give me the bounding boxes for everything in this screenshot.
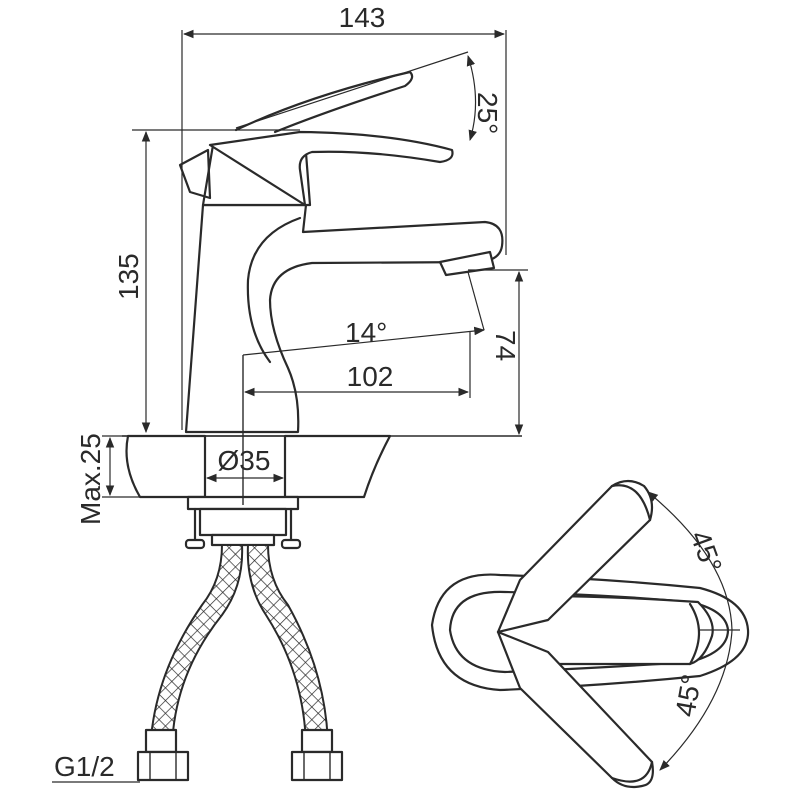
hose-fitting-left — [136, 728, 190, 782]
dim-max-deck: Max.25 — [75, 433, 140, 525]
label-hole-diameter: Ø35 — [218, 445, 271, 476]
dim-spout-height: 74 — [468, 269, 528, 436]
lever-top-down-end — [610, 760, 654, 783]
hose-fitting-right — [290, 728, 344, 782]
dim-lever-angle: 25° — [235, 51, 503, 142]
label-thread: G1/2 — [54, 751, 115, 782]
dim-hole-diameter: Ø35 — [205, 445, 285, 483]
faucet-body — [184, 203, 504, 434]
aerator — [438, 250, 496, 277]
lever-top-down — [496, 630, 654, 789]
dim-spout-reach: 102 — [243, 332, 471, 398]
label-rotation-up: 45° — [684, 526, 728, 576]
label-width-overall: 143 — [339, 2, 386, 33]
hose-right — [246, 544, 330, 761]
side-view: 143 25° 135 74 14° 1 — [52, 2, 528, 783]
label-height-overall: 135 — [113, 253, 144, 300]
hose-left — [148, 544, 244, 761]
base-outer — [430, 573, 750, 692]
label-spout-reach: 102 — [347, 361, 394, 392]
spout-inner-curve — [246, 216, 302, 364]
lever-top-center-end — [688, 602, 700, 666]
label-lever-angle: 25° — [472, 92, 503, 134]
label-max-deck: Max.25 — [75, 433, 106, 525]
lever-top-up-end — [610, 484, 652, 522]
lever-handle — [208, 130, 454, 207]
dim-spout-angle: 14° — [242, 271, 486, 356]
countertop-section — [122, 434, 522, 499]
top-view: 45° 45° — [430, 479, 750, 789]
label-spout-angle: 14° — [345, 317, 387, 348]
cap-line — [178, 148, 212, 200]
lever-top-up — [496, 479, 654, 634]
dim-width: 143 — [181, 2, 507, 430]
dim-height: 135 — [113, 129, 300, 434]
lever-handle-raised — [234, 70, 414, 134]
dim-thread: G1/2 — [52, 751, 140, 783]
label-rotation-down: 45° — [669, 672, 707, 719]
label-spout-height: 74 — [490, 330, 521, 361]
